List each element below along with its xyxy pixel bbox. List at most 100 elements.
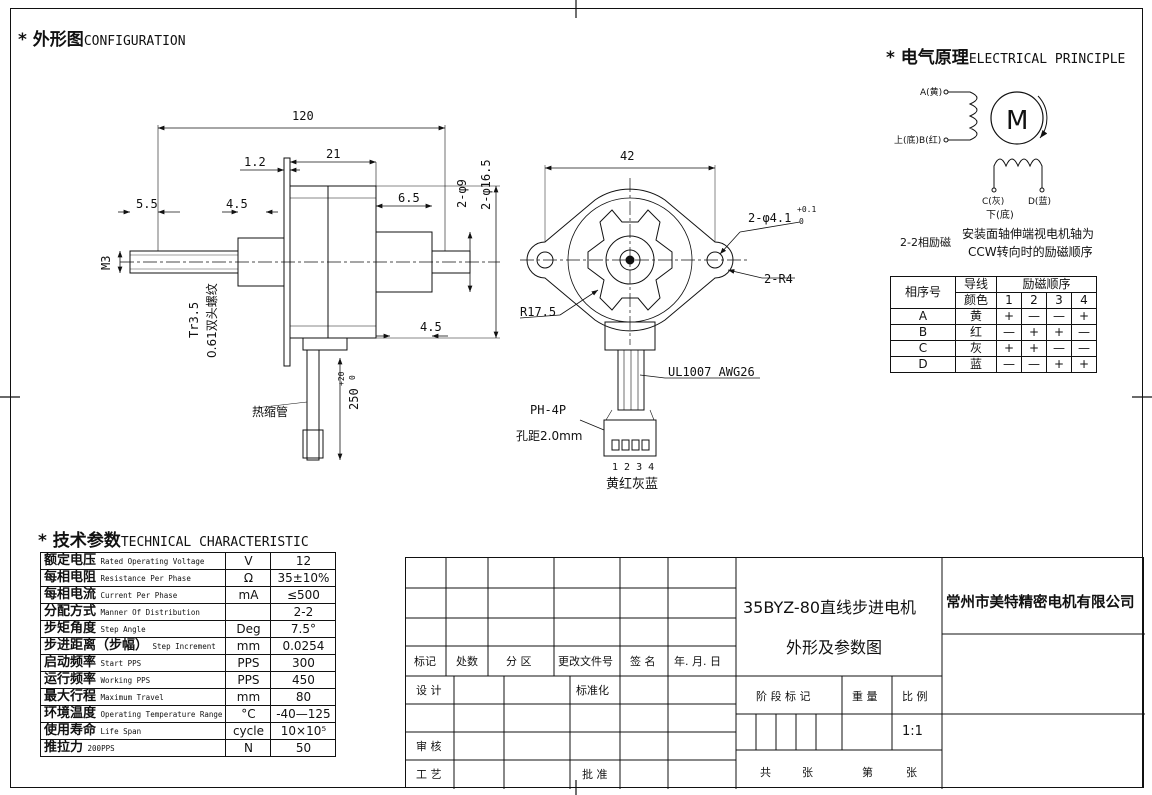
param-name: 每相电流 Current Per Phase: [39, 586, 227, 604]
param-name: 最大行程 Maximum Travel: [39, 688, 227, 706]
step-1: 1: [996, 292, 1022, 309]
seq-cell: —: [1046, 308, 1072, 325]
param-value: 10×10⁵: [270, 722, 337, 740]
seq-cell: —: [1021, 308, 1047, 325]
electrical-title-en: ELECTRICAL PRINCIPLE: [968, 52, 1126, 67]
param-value: ≤500: [270, 586, 337, 604]
label-bottom: 下(底): [986, 208, 1014, 221]
pin-numbers: 1 2 3 4: [612, 462, 654, 473]
color-c: 灰: [955, 340, 997, 357]
param-name-en: Operating Temperature Range: [100, 709, 223, 719]
r17-5-label: R17.5: [520, 305, 556, 319]
connector-label: PH-4P: [530, 403, 566, 417]
h-date: 年. 月. 日: [674, 655, 721, 668]
ph4p-connector: [603, 419, 657, 457]
param-name-en: Working PPS: [100, 675, 151, 685]
dim-4-5-bottom: 4.5: [420, 320, 442, 334]
title-block: 35BYZ-80直线步进电机 外形及参数图 常州市美特精密电机有限公司 标记 处…: [405, 557, 1145, 789]
excitation-table: 相序号 导线 励磁顺序 颜色 1 2 3 4 A 黄 + — — + B 红 —…: [890, 276, 1097, 373]
note-line2: CCW转向时的励磁顺序: [968, 244, 1093, 259]
color-d: 蓝: [955, 356, 997, 373]
dim-6-5: 6.5: [398, 191, 420, 205]
sheet-label: 张: [906, 766, 917, 779]
param-unit: PPS: [225, 654, 272, 672]
seq-cell: —: [1071, 324, 1097, 341]
param-value: 7.5°: [270, 620, 337, 638]
electrical-schematic: [943, 89, 1048, 193]
seq-cell: —: [1046, 340, 1072, 357]
hole-tol-minus: 0: [799, 217, 804, 226]
seq-cell: —: [1071, 340, 1097, 357]
h-sign: 签 名: [630, 655, 656, 668]
product-line2: 外形及参数图: [786, 638, 883, 657]
thread-label: Tr3.5: [187, 302, 201, 338]
param-name-en: Resistance Per Phase: [100, 573, 191, 583]
param-value: 35±10%: [270, 569, 337, 587]
param-unit: mA: [225, 586, 272, 604]
param-unit: PPS: [225, 671, 272, 689]
step-3: 3: [1046, 292, 1072, 309]
total-label: 共: [760, 766, 771, 779]
dim-1-2: 1.2: [244, 155, 266, 169]
h-phase: 相序号: [890, 276, 956, 309]
param-value: 80: [270, 688, 337, 706]
param-name-cn: 分配方式: [44, 603, 97, 619]
side-view-labels: 120 1.2 21 5.5 4.5 6.5 4.5 M3 2-φ9 2-φ16…: [99, 109, 493, 419]
label-d: D(蓝): [1028, 195, 1051, 207]
param-name-cn: 步进距离（步幅）: [44, 637, 149, 653]
mount-hole-left: [536, 251, 554, 269]
dim-5-5: 5.5: [136, 197, 158, 211]
technical-title: * 技术参数TECHNICAL CHARACTERISTIC: [38, 526, 309, 551]
configuration-title: * 外形图CONFIGURATION: [18, 25, 186, 50]
table-row: D 蓝 — — + +: [890, 356, 1097, 373]
h-zone: 分 区: [506, 655, 532, 668]
thread-note: 0.61双头螺纹: [205, 283, 219, 358]
param-name: 步矩角度 Step Angle: [39, 620, 227, 638]
param-name: 启动频率 Start PPS: [39, 654, 227, 672]
technical-title-cn: * 技术参数: [38, 531, 121, 551]
dim-phi9: 2-φ9: [455, 179, 469, 208]
param-value: 450: [270, 671, 337, 689]
note-line1: 安装面轴伸端视电机轴为: [962, 226, 1094, 241]
param-name-cn: 步矩角度: [44, 620, 97, 636]
param-unit: °C: [225, 705, 272, 723]
param-name-cn: 每相电流: [44, 586, 97, 602]
motor-symbol: [990, 91, 1044, 145]
param-unit: mm: [225, 637, 272, 655]
lead-length: 250: [347, 388, 361, 410]
table-row: B 红 — + + —: [890, 324, 1097, 341]
hole-label: 2-φ4.1: [748, 211, 791, 225]
approve-label: 批 准: [582, 768, 608, 781]
lead-tol-minus: 0: [348, 375, 357, 380]
param-name-cn: 最大行程: [44, 688, 97, 704]
weight-label: 重 量: [852, 690, 878, 703]
table-row: A 黄 + — — +: [890, 308, 1097, 325]
seq-cell: +: [1071, 308, 1097, 325]
design-label: 设 计: [416, 684, 442, 697]
title-block-grid: [406, 558, 1145, 789]
rotor-star: [587, 209, 673, 311]
phase-a: A: [890, 308, 956, 325]
param-name: 额定电压 Rated Operating Voltage: [39, 552, 227, 570]
param-name-cn: 额定电压: [44, 552, 97, 568]
scale-value: 1:1: [902, 724, 923, 739]
param-name: 使用寿命 Life Span: [39, 722, 227, 740]
seq-cell: +: [1071, 356, 1097, 373]
param-name-cn: 环境温度: [44, 705, 97, 721]
param-value: 12: [270, 552, 337, 570]
seq-cell: +: [1046, 356, 1072, 373]
scale-label: 比 例: [902, 690, 928, 703]
seq-cell: +: [996, 340, 1022, 357]
configuration-title-cn: * 外形图: [18, 30, 84, 50]
dim-m3: M3: [99, 256, 113, 270]
seq-cell: —: [1021, 356, 1047, 373]
param-name: 每相电阻 Resistance Per Phase: [39, 569, 227, 587]
seq-cell: +: [1021, 340, 1047, 357]
